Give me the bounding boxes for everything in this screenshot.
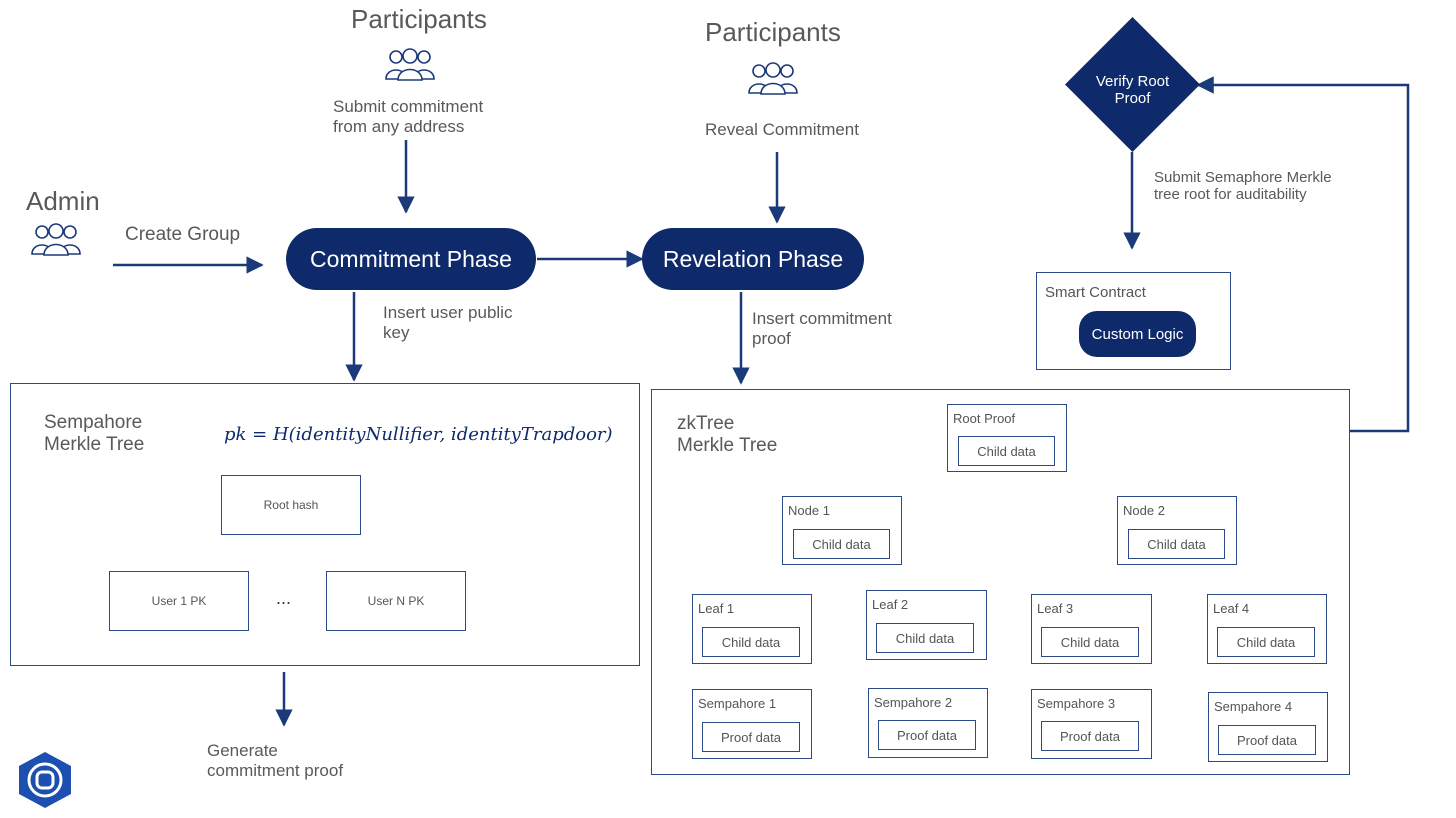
node-1-label: Node 1 [788, 503, 830, 518]
user-1-pk-label: User 1 PK [151, 594, 207, 608]
semaphore-1-box: Sempahore 1 Proof data [692, 689, 812, 759]
revelation-phase[interactable]: Revelation Phase [642, 228, 864, 290]
smart-contract-title: Smart Contract [1045, 284, 1146, 301]
insert-commitment-label: Insert commitment proof [752, 309, 892, 348]
group-icon [31, 223, 81, 256]
leaf-2-box: Leaf 2 Child data [866, 590, 987, 660]
reveal-commitment-label: Reveal Commitment [705, 120, 859, 139]
user-n-pk-label: User N PK [367, 594, 425, 608]
commitment-phase[interactable]: Commitment Phase [286, 228, 536, 290]
node-2-box: Node 2 Child data [1117, 496, 1237, 565]
smart-contract-box: Smart Contract Custom Logic [1036, 272, 1231, 370]
root-hash-label: Root hash [263, 498, 319, 512]
verify-diamond [1065, 17, 1200, 152]
semaphore-1-proof: Proof data [702, 722, 800, 752]
user-1-pk-box: User 1 PK [109, 571, 249, 631]
semaphore-4-label: Sempahore 4 [1214, 699, 1293, 714]
leaf-1-box: Leaf 1 Child data [692, 594, 812, 664]
leaf-4-child: Child data [1217, 627, 1315, 657]
leaf-4-label: Leaf 4 [1213, 601, 1250, 616]
leaf-3-box: Leaf 3 Child data [1031, 594, 1152, 664]
group-icon [385, 48, 435, 81]
participants-title-left: Participants [351, 4, 487, 34]
admin-title: Admin [26, 186, 100, 216]
semaphore-2-proof: Proof data [878, 720, 976, 750]
leaf-3-child: Child data [1041, 627, 1139, 657]
semaphore-2-box: Sempahore 2 Proof data [868, 688, 988, 758]
semaphore-tree-title: Sempahore Merkle Tree [44, 412, 145, 455]
semaphore-3-box: Sempahore 3 Proof data [1031, 689, 1152, 759]
root-proof-box: Root Proof Child data [947, 404, 1067, 472]
semaphore-3-label: Sempahore 3 [1037, 696, 1116, 711]
ellipsis: ... [276, 588, 292, 608]
zktree-title: zkTree Merkle Tree [677, 413, 778, 456]
verify-root-label: Verify Root Proof [1095, 73, 1170, 107]
participants-title-right: Participants [705, 17, 841, 47]
create-group-label: Create Group [125, 224, 241, 245]
insert-pk-label: Insert user public key [383, 303, 513, 342]
semaphore-3-proof: Proof data [1041, 721, 1139, 751]
semaphore-tree-panel: Sempahore Merkle Tree pk = H(identityNul… [10, 383, 640, 666]
node-1-box: Node 1 Child data [782, 496, 902, 565]
node-2-label: Node 2 [1123, 503, 1165, 518]
leaf-2-label: Leaf 2 [872, 597, 909, 612]
generate-proof-label: Generate commitment proof [207, 741, 344, 780]
root-proof-label: Root Proof [953, 411, 1016, 426]
semaphore-2-label: Sempahore 2 [874, 695, 953, 710]
hexagon-logo-icon [19, 752, 71, 808]
group-icon [748, 62, 798, 95]
leaf-1-label: Leaf 1 [698, 601, 735, 616]
root-hash-box: Root hash [221, 475, 361, 535]
leaf-4-box: Leaf 4 Child data [1207, 594, 1327, 664]
user-n-pk-box: User N PK [326, 571, 466, 631]
node-2-child: Child data [1128, 529, 1225, 559]
semaphore-4-proof: Proof data [1218, 725, 1316, 755]
semaphore-4-box: Sempahore 4 Proof data [1208, 692, 1328, 762]
leaf-3-label: Leaf 3 [1037, 601, 1074, 616]
leaf-1-child: Child data [702, 627, 800, 657]
submit-root-label: Submit Semaphore Merkle tree root for au… [1154, 169, 1332, 203]
submit-commitment-label: Submit commitment from any address [333, 97, 484, 136]
semaphore-1-label: Sempahore 1 [698, 696, 777, 711]
leaf-2-child: Child data [876, 623, 974, 653]
root-proof-child: Child data [958, 436, 1055, 466]
node-1-child: Child data [793, 529, 890, 559]
pk-formula: pk = H(identityNullifier, identityTrapdo… [224, 424, 613, 445]
custom-logic-button[interactable]: Custom Logic [1079, 311, 1196, 357]
